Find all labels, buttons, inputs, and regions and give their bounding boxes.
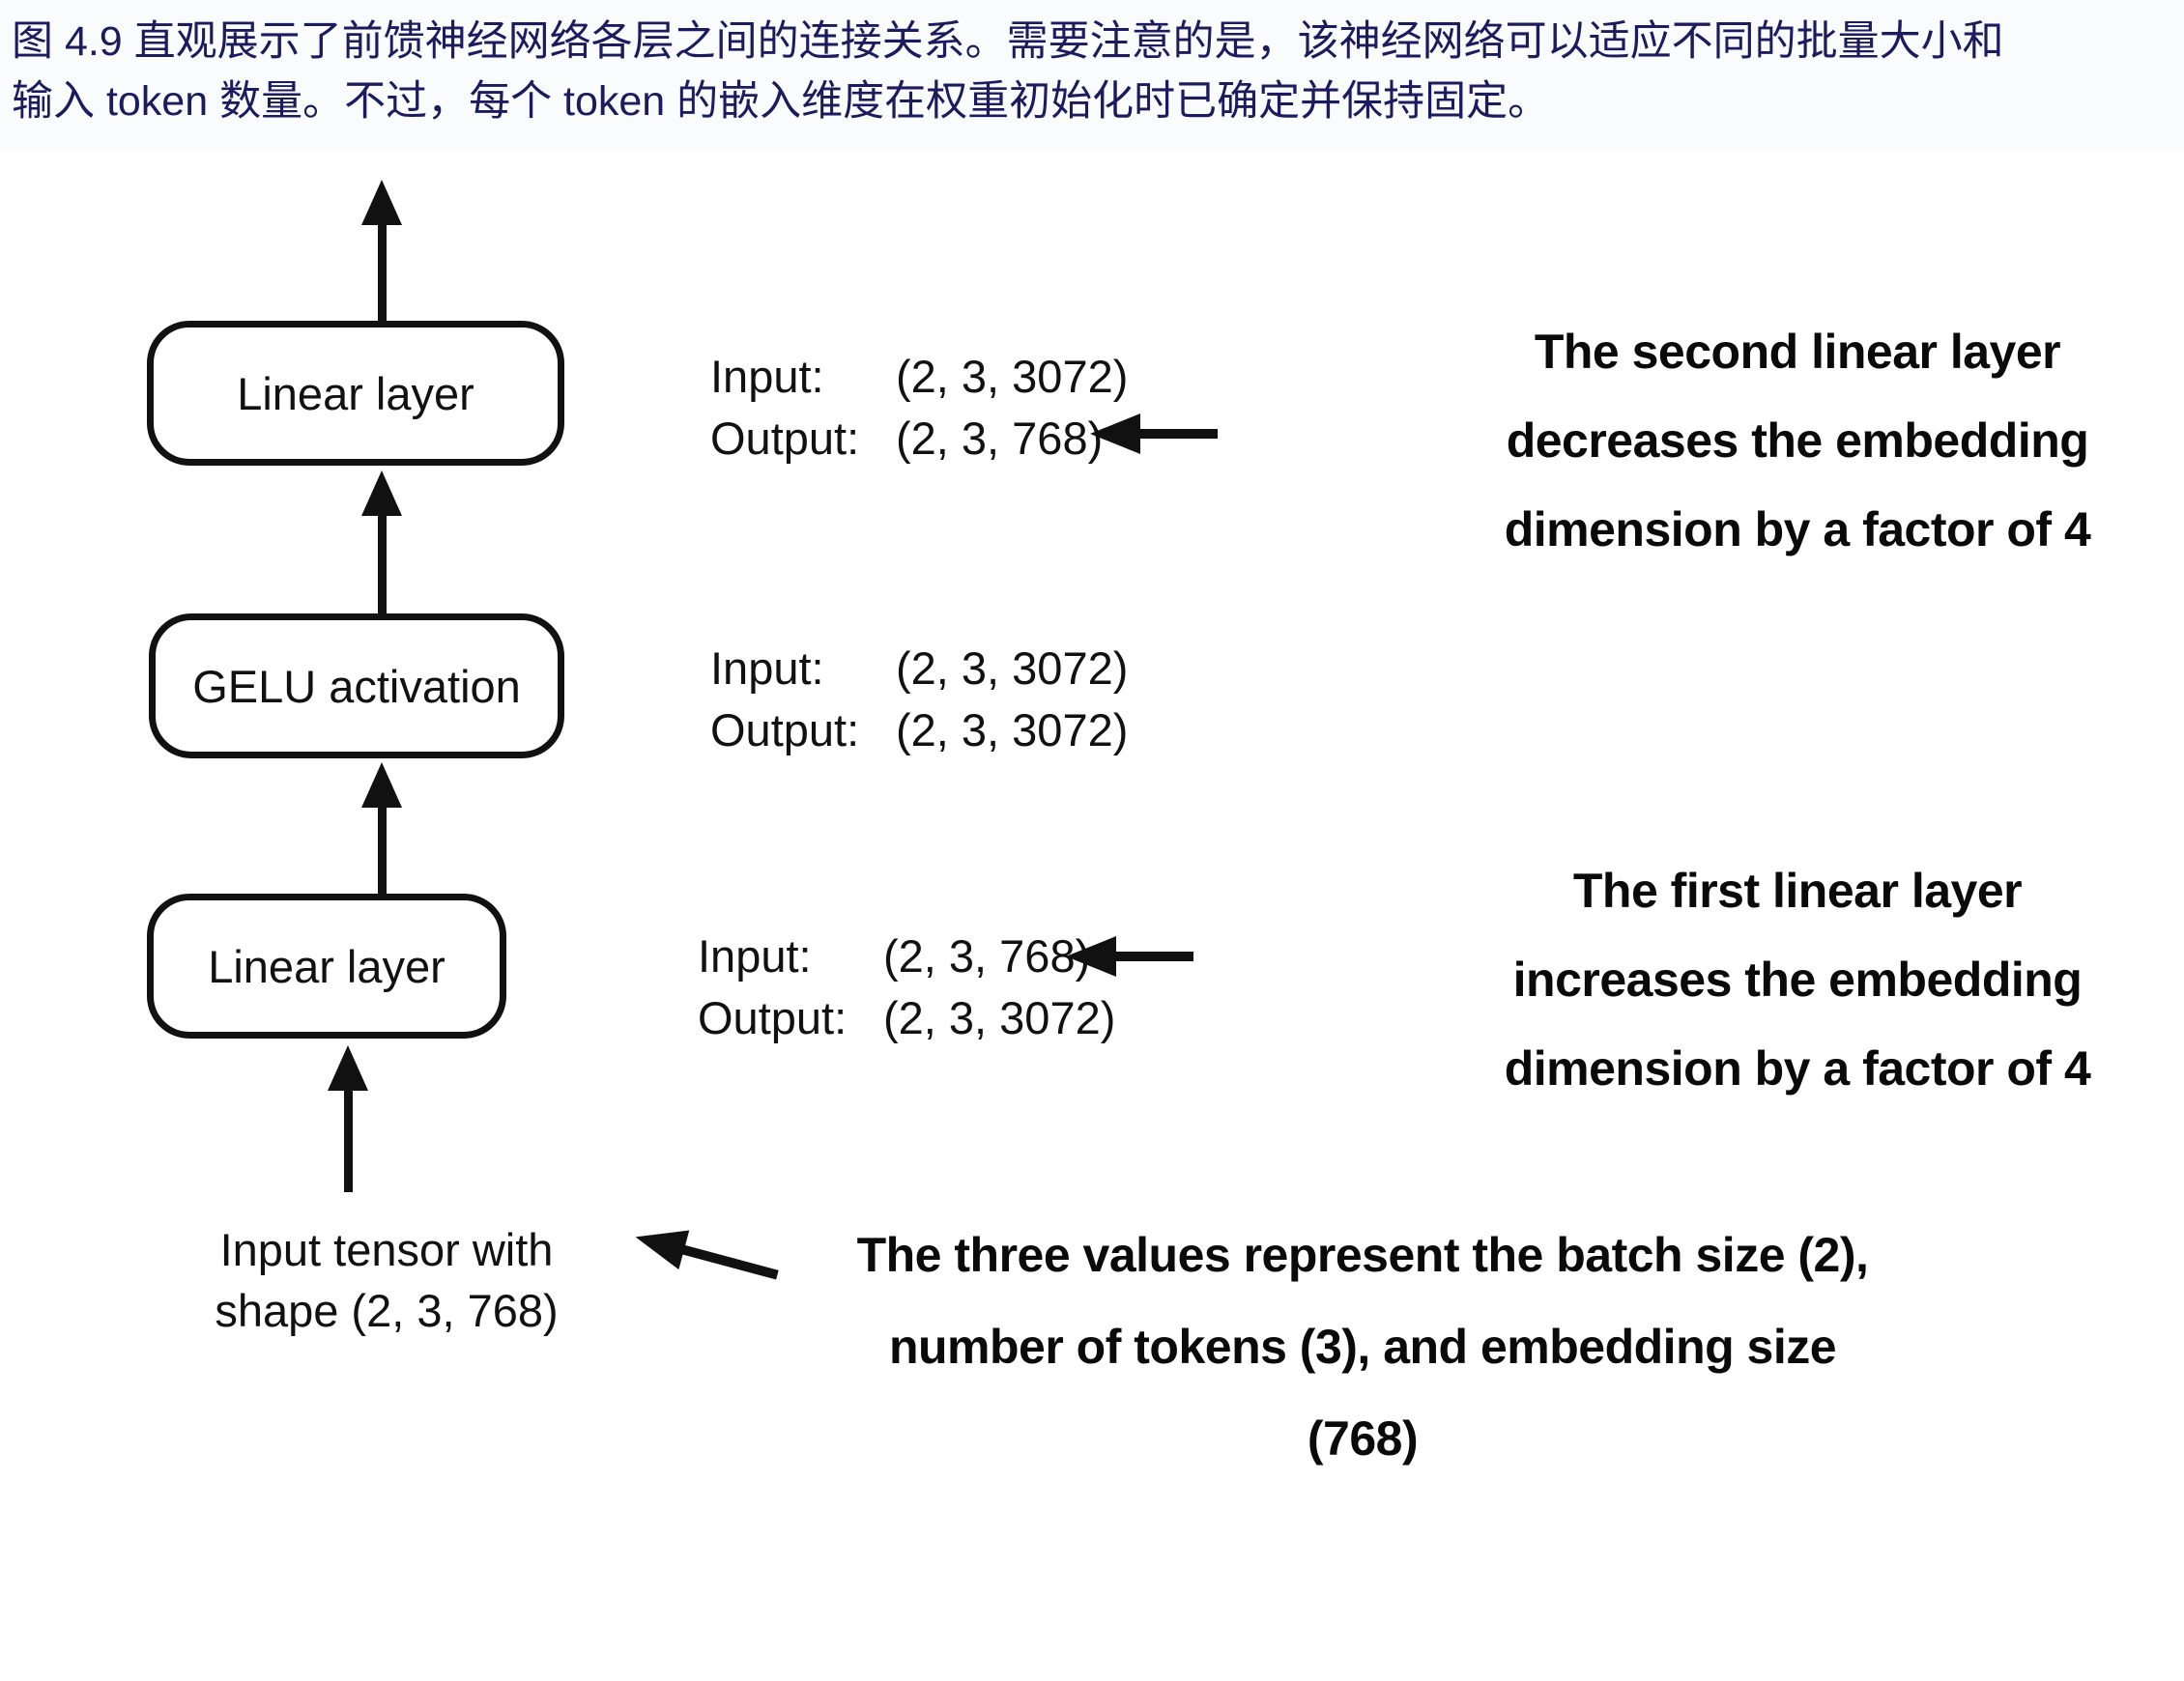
gelu-activation-box: GELU activation xyxy=(149,613,564,758)
io-input-label: Input: xyxy=(698,930,812,982)
input-tensor-label-line2: shape (2, 3, 768) xyxy=(215,1285,559,1336)
left-arrow-linear1 xyxy=(1066,935,1193,978)
input-tensor-label: Input tensor with shape (2, 3, 768) xyxy=(155,1219,618,1341)
linear-layer-1-box: Linear layer xyxy=(147,894,506,1039)
io-row-linear2: Input: (2, 3, 3072) Output: (2, 3, 768) xyxy=(710,346,1128,470)
annotation-first-linear: The first linear layer increases the emb… xyxy=(1421,846,2174,1113)
up-arrow-output xyxy=(360,180,403,321)
figure-caption: 图 4.9 直观展示了前馈神经网络各层之间的连接关系。需要注意的是，该神经网络可… xyxy=(12,12,2176,131)
arrow-shaft xyxy=(377,510,387,613)
diagonal-arrow-input-tensor xyxy=(630,1216,783,1296)
io-input-label: Input: xyxy=(710,642,824,694)
annotation-line: The three values represent the batch siz… xyxy=(856,1228,1869,1282)
up-arrow-gelu-to-linear2 xyxy=(360,470,403,613)
io-output-value: (2, 3, 3072) xyxy=(883,992,1116,1043)
io-output-label: Output: xyxy=(710,704,860,755)
linear-layer-1-label: Linear layer xyxy=(208,940,445,992)
figure-caption-line2: 输入 token 数量。不过，每个 token 的嵌入维度在权重初始化时已确定并… xyxy=(12,78,1550,125)
annotation-line: (768) xyxy=(1307,1411,1419,1466)
io-input-value: (2, 3, 3072) xyxy=(896,351,1129,402)
io-input-value: (2, 3, 3072) xyxy=(896,642,1129,694)
arrow-shaft xyxy=(377,802,387,894)
gelu-activation-label: GELU activation xyxy=(192,660,521,712)
annotation-three-values: The three values represent the batch siz… xyxy=(821,1210,1904,1485)
arrow-shaft xyxy=(343,1085,353,1192)
annotation-line: increases the embedding xyxy=(1512,953,2083,1007)
arrow-shaft xyxy=(1107,952,1193,961)
annotation-line: dimension by a factor of 4 xyxy=(1504,502,2091,556)
io-output-label: Output: xyxy=(710,413,860,464)
arrow-head xyxy=(361,180,402,225)
arrow-shaft xyxy=(1132,429,1218,439)
annotation-line: The second linear layer xyxy=(1534,325,2061,379)
figure-caption-line1: 图 4.9 直观展示了前馈神经网络各层之间的连接关系。需要注意的是，该神经网络可… xyxy=(12,18,2004,65)
annotation-line: dimension by a factor of 4 xyxy=(1504,1041,2091,1096)
arrow-shaft xyxy=(377,219,387,321)
io-output-label: Output: xyxy=(698,992,848,1043)
up-arrow-input xyxy=(327,1045,369,1192)
io-input-label: Input: xyxy=(710,351,824,402)
io-output-value: (2, 3, 3072) xyxy=(896,704,1129,755)
annotation-line: decreases the embedding xyxy=(1506,413,2089,468)
arrow-shaft xyxy=(674,1242,779,1280)
left-arrow-linear2 xyxy=(1090,413,1218,455)
io-input-value: (2, 3, 768) xyxy=(883,930,1091,982)
up-arrow-linear1-to-gelu xyxy=(360,762,403,894)
annotation-line: The first linear layer xyxy=(1572,864,2023,918)
linear-layer-2-label: Linear layer xyxy=(237,367,474,419)
arrow-head xyxy=(361,470,402,516)
input-tensor-label-line1: Input tensor with xyxy=(219,1224,554,1275)
io-row-gelu: Input: (2, 3, 3072) Output: (2, 3, 3072) xyxy=(710,638,1128,761)
io-row-linear1: Input: (2, 3, 768) Output: (2, 3, 3072) xyxy=(698,926,1115,1049)
annotation-line: number of tokens (3), and embedding size xyxy=(888,1320,1837,1374)
caption-strip: 图 4.9 直观展示了前馈神经网络各层之间的连接关系。需要注意的是，该神经网络可… xyxy=(0,0,2184,149)
arrow-head xyxy=(361,762,402,808)
arrow-head xyxy=(328,1045,368,1091)
io-output-value: (2, 3, 768) xyxy=(896,413,1104,464)
linear-layer-2-box: Linear layer xyxy=(147,321,564,466)
annotation-second-linear: The second linear layer decreases the em… xyxy=(1421,307,2174,574)
